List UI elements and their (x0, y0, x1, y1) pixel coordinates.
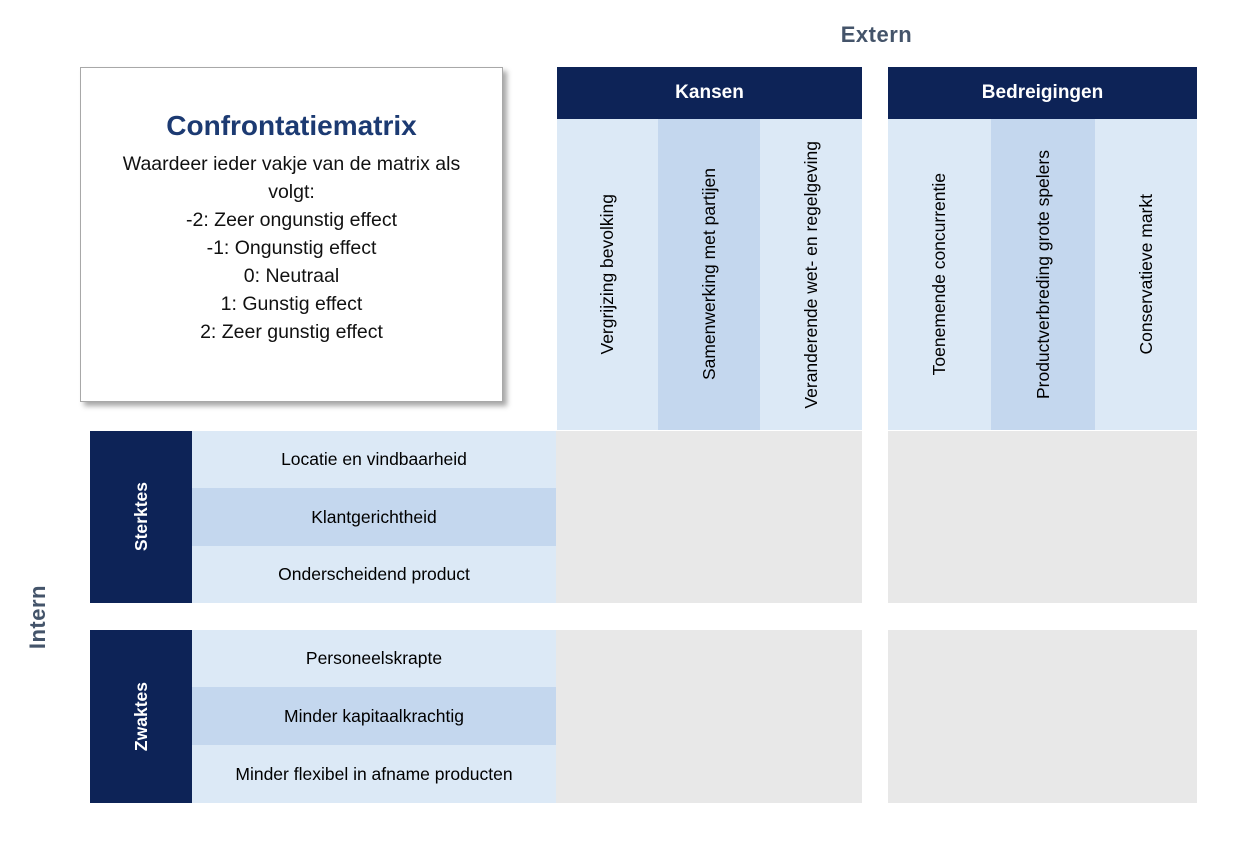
legend-title: Confrontatiematrix (166, 110, 417, 141)
column-label: Veranderende wet- en regelgeving (800, 140, 821, 409)
column-group-header-bedreigingen: Bedreigingen (888, 67, 1197, 119)
row-minder-kapitaalkrachtig: Minder kapitaalkrachtig (192, 687, 556, 745)
legend-scale-line: 1: Gunstig effect (220, 293, 363, 315)
matrix-cells-sterktes-kansen (556, 431, 862, 603)
row-onderscheidend-product: Onderscheidend product (192, 546, 556, 603)
legend-intro: Waardeer ieder vakje van de matrix als v… (122, 153, 461, 203)
row-group-header-zwaktes: Zwaktes (90, 630, 192, 803)
column-label: Productverbreding grote spelers (1032, 149, 1053, 400)
intern-axis-label-wrap: Intern (14, 431, 62, 803)
column-vergrijzing-bevolking: Vergrijzing bevolking (557, 119, 658, 430)
row-minder-flexibel-in-afname-producten: Minder flexibel in afname producten (192, 745, 556, 803)
column-label: Vergrijzing bevolking (597, 194, 617, 355)
column-group-header-kansen: Kansen (557, 67, 862, 119)
column-samenwerking-met-partijen: Samenwerking met partijen (658, 119, 760, 430)
column-productverbreding-grote-spelers: Productverbreding grote spelers (991, 119, 1095, 430)
matrix-cells-zwaktes-kansen (556, 630, 862, 803)
intern-axis-label: Intern (25, 584, 50, 650)
column-label: Samenwerking met partijen (698, 168, 719, 381)
column-label: Toenemende concurrentie (929, 173, 949, 376)
legend-scale-line: -1: Ongunstig effect (206, 237, 377, 259)
row-label: Minder kapitaalkrachtig (284, 705, 464, 726)
column-toenemende-concurrentie: Toenemende concurrentie (888, 119, 991, 430)
legend-scale-line: -2: Zeer ongunstig effect (185, 209, 397, 231)
legend-scale-line: 0: Neutraal (243, 265, 340, 287)
row-personeelskrapte: Personeelskrapte (192, 630, 556, 687)
column-conservatieve-markt: Conservatieve markt (1095, 119, 1197, 430)
row-label: Klantgerichtheid (311, 506, 437, 527)
column-veranderende-wet-en-regelgeving: Veranderende wet- en regelgeving (760, 119, 862, 430)
column-label: Conservatieve markt (1135, 194, 1156, 355)
row-label: Onderscheidend product (278, 564, 470, 584)
row-group-header-sterktes: Sterktes (90, 431, 192, 603)
row-locatie-en-vindbaarheid: Locatie en vindbaarheid (192, 431, 556, 488)
extern-axis-label: Extern (840, 22, 913, 47)
row-label: Minder flexibel in afname producten (235, 763, 513, 784)
row-klantgerichtheid: Klantgerichtheid (192, 488, 556, 546)
matrix-cells-sterktes-bedreigingen (888, 431, 1197, 603)
row-group-label: Zwaktes (130, 681, 151, 752)
legend-scale-line: 2: Zeer gunstig effect (200, 321, 383, 343)
row-label: Locatie en vindbaarheid (281, 449, 467, 469)
matrix-cells-zwaktes-bedreigingen (888, 630, 1197, 803)
legend-box: Confrontatiematrix Waardeer ieder vakje … (80, 67, 503, 402)
row-label: Personeelskrapte (305, 648, 443, 668)
row-group-label: Sterktes (130, 482, 151, 552)
